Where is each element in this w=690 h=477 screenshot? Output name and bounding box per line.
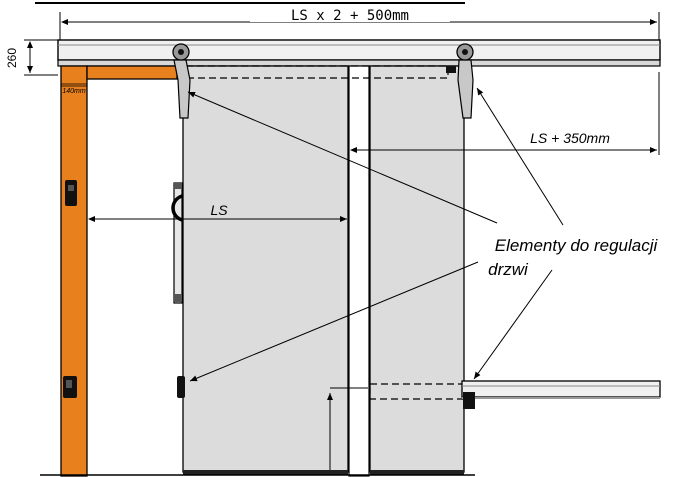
callout-leaders — [187, 87, 564, 382]
total-length-dimension: LS x 2 + 500mm — [59, 8, 660, 40]
callout-line-1: Elementy do regulacji — [495, 236, 659, 255]
top-rail — [57, 39, 661, 67]
door-panel-main — [182, 65, 349, 475]
left-hanger — [172, 43, 191, 119]
frame-latch — [65, 180, 77, 206]
rail-stop — [446, 66, 456, 73]
door-handle — [171, 182, 183, 304]
door-bottom-block — [177, 376, 185, 398]
door-panel-right — [369, 65, 465, 475]
right-hanger — [456, 43, 474, 119]
door-frame: 140mm — [60, 65, 178, 477]
rail-height-label: 260 — [5, 48, 19, 68]
offset-dimension: LS + 350mm — [350, 72, 660, 155]
offset-label: LS + 350mm — [530, 130, 610, 146]
callout-line-2: drzwi — [488, 260, 529, 279]
total-length-label: LS x 2 + 500mm — [291, 8, 409, 24]
bottom-guide-outline — [369, 383, 471, 400]
door-gap — [348, 65, 370, 477]
bottom-height-marker — [327, 387, 368, 470]
opening-width-dimension: LS — [88, 202, 347, 222]
bottom-guide-stop — [463, 392, 475, 409]
opening-width-label: LS — [210, 202, 228, 218]
frame-width-label: 140mm — [62, 88, 86, 95]
bottom-guide-rail — [461, 380, 661, 409]
rail-height-dimension: 260 — [5, 39, 58, 76]
